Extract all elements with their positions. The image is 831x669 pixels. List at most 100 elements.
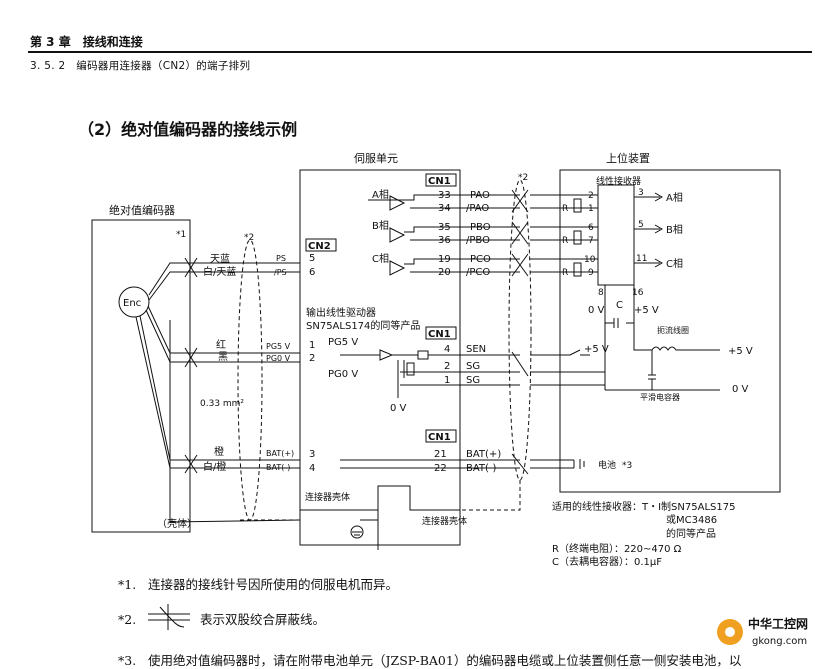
driver-equiv: SN75ALS174的同等产品 [306, 319, 420, 332]
footnote-3: *3. 使用绝对值编码器时，请在附带电池单元（JZSP-BA01）的编码器电缆或上… [118, 650, 741, 669]
rpin-1: 1 [588, 204, 594, 214]
cn2-pin-1: 1 [309, 340, 315, 351]
sen-5v: +5 V [584, 344, 609, 355]
cn1-top: CN1 [428, 176, 451, 187]
cn2-pin-2: 2 [309, 353, 315, 364]
enc-label: Enc [123, 298, 141, 309]
sig-npco: /PCO [466, 267, 490, 278]
servo-unit-box [299, 169, 461, 546]
note-applicable: 适用的线性接收器：T・I制SN75ALS175 [552, 500, 735, 513]
note-r-spec: R（终端电阻）：220~470 Ω [552, 542, 682, 555]
pin-33: 33 [438, 190, 451, 201]
battery-label: 电池 [598, 459, 616, 471]
rpin-6: 6 [588, 223, 594, 233]
phase-a-out: A相 [666, 191, 683, 204]
watermark-logo: 中华工控网 gkong.com [712, 608, 828, 656]
connector-shell-right: 连接器壳体 [422, 515, 467, 527]
cn1-bot: CN1 [428, 432, 451, 443]
cn1-pin-4: 4 [444, 344, 450, 355]
watermark-url: gkong.com [752, 636, 807, 647]
rpin-10: 10 [584, 255, 596, 265]
rpin-7: 7 [588, 236, 594, 246]
pin-35: 35 [438, 222, 451, 233]
r-mark-2: R [562, 236, 568, 246]
nps-label: /PS [274, 268, 287, 277]
chapter-heading: 第 3 章 接线和连接 [30, 35, 143, 49]
out-5v: +5 V [728, 346, 753, 357]
sig-sen: SEN [466, 344, 486, 355]
rpin-11: 11 [636, 254, 647, 264]
rpin-5: 5 [638, 220, 644, 230]
watermark-brand: 中华工控网 [748, 616, 808, 631]
footnote-2: *2.表示双股绞合屏蔽线。 [118, 609, 325, 628]
cn2-pin-4: 4 [309, 463, 315, 474]
sig-sg-2: SG [466, 375, 480, 386]
pg0v-out: PG0 V [328, 369, 358, 380]
rpin-9: 9 [588, 268, 594, 278]
star2-mark-left: *2 [244, 233, 254, 243]
pin-19: 19 [438, 254, 451, 265]
sig-bat-plus: BAT(+) [466, 449, 501, 460]
cn1-pin-1: 1 [444, 375, 450, 386]
bat-minus-label: BAT(-) [266, 463, 290, 472]
cn2-pin-5: 5 [309, 253, 315, 264]
line-receiver-label: 线性接收器 [596, 175, 641, 187]
shell-label: （壳体） [157, 517, 197, 530]
pin-34: 34 [438, 203, 451, 214]
star3-mark: *3 [622, 461, 632, 471]
encoder-box [91, 219, 191, 533]
pin-20: 20 [438, 267, 451, 278]
pin-36: 36 [438, 235, 451, 246]
servo-unit-label: 伺服单元 [354, 152, 398, 165]
footnote-1-text: 连接器的接线针号因所使用的伺服电机而异。 [148, 577, 399, 592]
phase-c-label: C相 [372, 252, 389, 265]
wire-sky-blue: 天蓝 [210, 253, 230, 265]
page-title: （2）绝对值编码器的接线示例 [78, 120, 298, 139]
cn1-pin-21: 21 [434, 449, 447, 460]
section-heading: 3. 5. 2 编码器用连接器（CN2）的端子排列 [30, 60, 251, 72]
sig-npao: /PAO [466, 203, 489, 214]
driver-label: 输出线性驱动器 [306, 306, 376, 319]
sig-bat-minus: BAT(-) [466, 463, 497, 474]
footnote-3-num: *3. [118, 653, 137, 668]
cn2-pin-6: 6 [309, 267, 315, 278]
footnote-2-num: *2. [118, 612, 137, 627]
cn2-label: CN2 [308, 241, 331, 252]
abs-encoder-label: 绝对值编码器 [109, 203, 175, 217]
wire-size: 0.33 mm² [200, 399, 244, 409]
phase-b-out: B相 [666, 223, 683, 236]
wire-red: 红 [216, 338, 226, 351]
cap-c: C [616, 300, 623, 311]
pg0v-label: PG0 V [266, 354, 291, 363]
cn1-pin-2: 2 [444, 361, 450, 372]
ps-label: PS [276, 254, 286, 263]
star2-mark-right: *2 [518, 173, 528, 183]
sig-pco: PCO [470, 254, 491, 265]
recv-5v: +5 V [634, 305, 659, 316]
footnote-1: *1.连接器的接线针号因所使用的伺服电机而异。 [118, 574, 398, 593]
note-equiv: 的同等产品 [666, 527, 716, 540]
footnote-3-text: 使用绝对值编码器时，请在附带电池单元（JZSP-BA01）的编码器电缆或上位装置… [148, 653, 742, 668]
cn1-pin-22: 22 [434, 463, 447, 474]
cn1-mid: CN1 [428, 329, 451, 340]
r-mark-1: R [562, 204, 568, 214]
phase-b-label: B相 [372, 219, 389, 232]
wire-orange: 橙 [214, 445, 224, 458]
wire-black: 黑 [218, 351, 228, 363]
rpin-16: 16 [632, 288, 644, 298]
out-0v: 0 V [732, 384, 749, 395]
header-rule [28, 51, 812, 53]
recv-0v: 0 V [588, 305, 605, 316]
sig-sg-1: SG [466, 361, 480, 372]
pg5v-label: PG5 V [266, 342, 291, 351]
rpin-3: 3 [638, 188, 644, 198]
rpin-2: 2 [588, 191, 594, 201]
smoothing-cap-label: 平滑电容器 [640, 392, 680, 402]
phase-a-label: A相 [372, 188, 389, 201]
phase-c-out: C相 [666, 257, 683, 270]
line-receiver-box [597, 184, 635, 286]
host-device-label: 上位装置 [606, 151, 650, 165]
connector-shell-left: 连接器壳体 [305, 491, 350, 503]
rpin-8: 8 [598, 288, 604, 298]
